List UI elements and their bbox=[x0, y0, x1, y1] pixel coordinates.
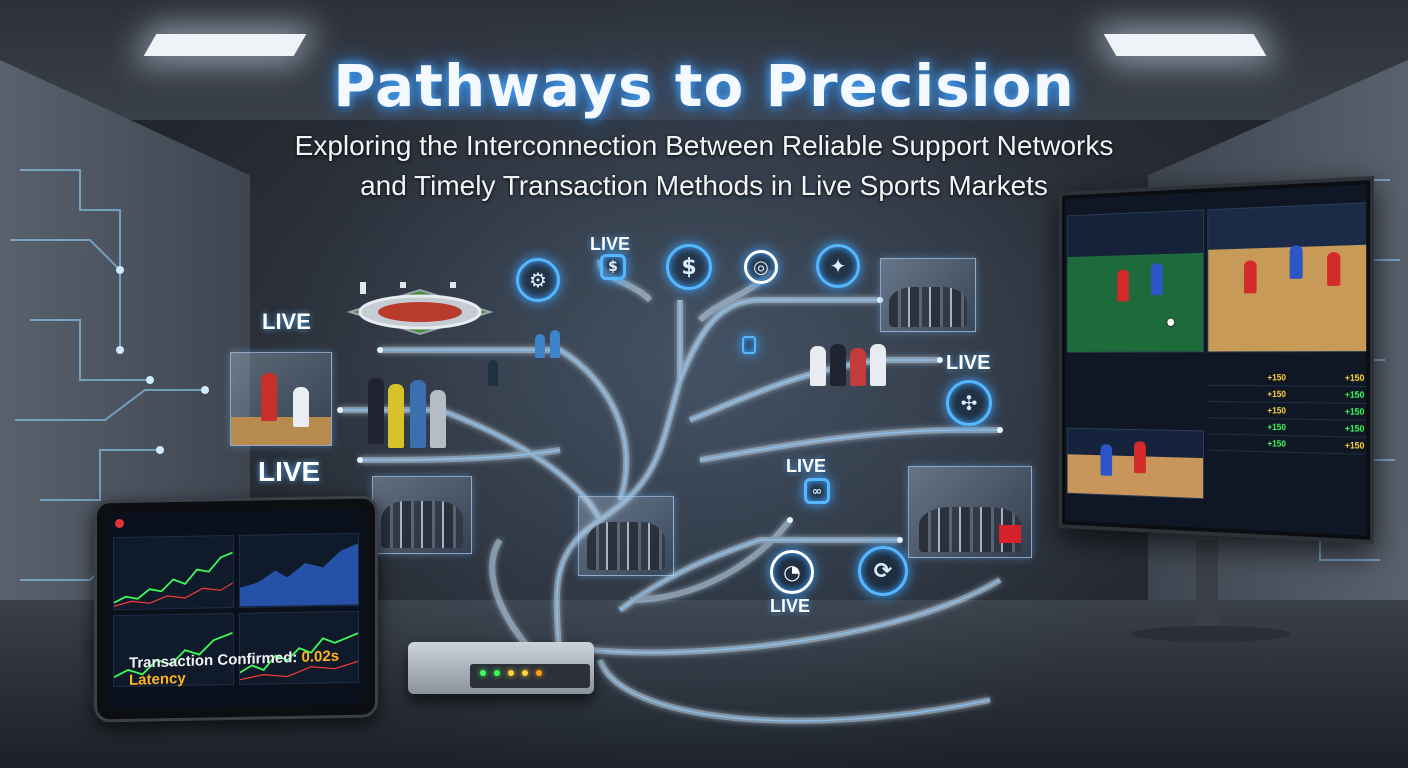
coin-badge-icon: $ bbox=[600, 254, 626, 280]
odds-value-2: +150 bbox=[1344, 440, 1365, 451]
basketball-scene-panel bbox=[230, 352, 332, 446]
odds-table: +150 +150 +150 +150 +150 +150 +150 +150 +150… bbox=[1207, 369, 1367, 455]
ceiling bbox=[0, 0, 1408, 120]
monitor-screen: +150 +150 +150 +150 +150 +150 +150 +150 +150… bbox=[1065, 184, 1367, 536]
page-title: Pathways to Precision bbox=[333, 52, 1075, 120]
mini-chart-2 bbox=[238, 532, 359, 608]
subtitle-line-2: and Timely Transaction Methods in Live S… bbox=[360, 170, 1048, 201]
odds-value-2: +150 bbox=[1344, 389, 1365, 400]
subtitle-line-1: Exploring the Interconnection Between Re… bbox=[294, 130, 1114, 161]
live-label-1: LIVE bbox=[262, 309, 311, 334]
target-icon: ◎ bbox=[744, 250, 778, 284]
soccer-video-feed bbox=[1066, 209, 1204, 353]
tablet-header bbox=[107, 509, 365, 534]
link-badge-icon: ∞ bbox=[804, 478, 830, 504]
odds-row[interactable]: +150 +150 bbox=[1207, 369, 1367, 387]
odds-value-1: +150 bbox=[1267, 372, 1286, 383]
mini-chart-3 bbox=[113, 612, 234, 688]
trading-desk-panel bbox=[908, 466, 1032, 558]
globe-node-icon: ✣ bbox=[946, 380, 992, 426]
mini-chart-1 bbox=[113, 535, 234, 610]
basketball-video-feed bbox=[1207, 202, 1367, 353]
live-label-5: LIVE bbox=[786, 456, 827, 476]
stadium-model bbox=[346, 282, 494, 336]
odds-monitor: +150 +150 +150 +150 +150 +150 +150 +150 +150… bbox=[1058, 176, 1374, 544]
phone-node-icon bbox=[742, 336, 756, 354]
hub-node-icon: ✦ bbox=[816, 244, 860, 288]
monitor-base bbox=[1130, 626, 1290, 642]
live-label-2: LIVE bbox=[258, 456, 321, 487]
secondary-video-feed bbox=[1066, 427, 1204, 500]
odds-value-2: +150 bbox=[1344, 423, 1365, 434]
odds-row[interactable]: +150 +150 bbox=[1207, 385, 1367, 404]
monitor-stand bbox=[1196, 540, 1218, 630]
crowd-panel-left bbox=[372, 476, 472, 554]
exchange-node-icon: ⟳ bbox=[858, 546, 908, 596]
odds-row[interactable]: +150 +150 bbox=[1207, 434, 1367, 455]
network-node-icon: ⚙ bbox=[516, 258, 560, 302]
odds-value-2: +150 bbox=[1344, 406, 1365, 417]
odds-value-2: +150 bbox=[1344, 372, 1365, 383]
live-label-3: LIVE bbox=[590, 234, 631, 254]
dollar-coin-icon: $ bbox=[666, 244, 712, 290]
tablet-screen: Transaction Confirmed: 0.02s Latency bbox=[107, 508, 365, 710]
odds-value-1: +150 bbox=[1267, 405, 1286, 416]
tablet-device: Transaction Confirmed: 0.02s Latency bbox=[94, 495, 378, 723]
live-label-6: LIVE bbox=[770, 596, 811, 616]
tablet-chart-grid bbox=[113, 532, 359, 688]
record-icon bbox=[115, 518, 124, 528]
odds-value-1: +150 bbox=[1267, 422, 1286, 433]
studio-panel-top bbox=[880, 258, 976, 332]
odds-value-1: +150 bbox=[1267, 438, 1286, 449]
network-router bbox=[408, 642, 594, 694]
odds-value-1: +150 bbox=[1267, 389, 1286, 400]
crowd-panel-center bbox=[578, 496, 674, 576]
live-label-4: LIVE bbox=[946, 352, 991, 374]
radar-icon: ◔ bbox=[770, 550, 814, 594]
mini-chart-4 bbox=[238, 610, 359, 685]
